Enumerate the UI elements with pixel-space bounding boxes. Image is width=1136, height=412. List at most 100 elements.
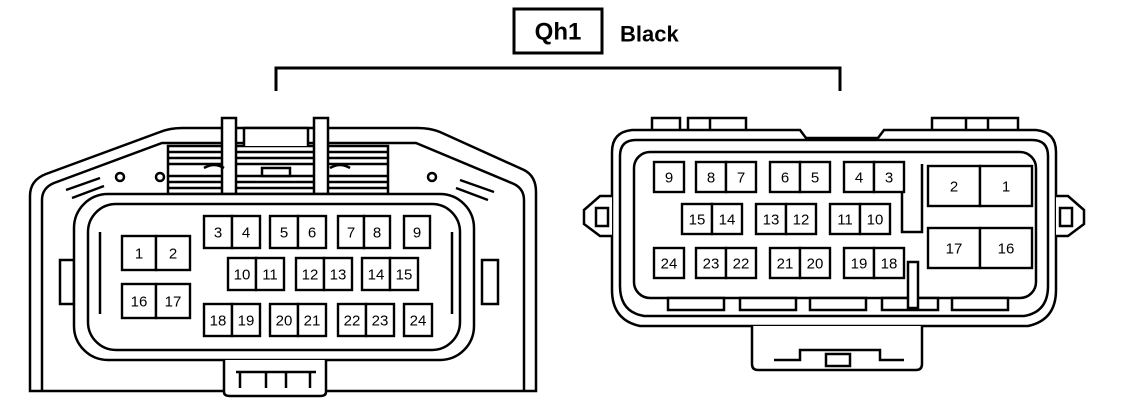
right-pin-cell: 2: [926, 164, 982, 208]
right-pin-cell: 14: [710, 202, 744, 236]
right-pin-number: 5: [811, 170, 819, 187]
right-pin-number: 8: [707, 170, 715, 187]
left-pin-box: [268, 214, 300, 250]
connector-id-box: [512, 7, 604, 55]
right-pin-box: [784, 202, 818, 236]
right-pin-cell: 19: [842, 246, 876, 280]
left-pin-box: [154, 234, 192, 272]
left-pin-cell: 23: [364, 302, 396, 338]
right-pin-number: 4: [855, 170, 863, 187]
pair-bracket: [274, 66, 842, 91]
left-pin-box: [230, 214, 262, 250]
right-pin-cell: 8: [694, 160, 728, 194]
left-pin-box: [402, 214, 432, 250]
left-pin-cell: 14: [360, 256, 392, 292]
right-pin-number: 19: [851, 256, 868, 273]
left-pin-box: [388, 256, 420, 292]
right-pin-cell: 11: [828, 202, 862, 236]
left-pin-cell: 24: [402, 302, 434, 338]
left-pin-number: 6: [308, 225, 316, 242]
right-pin-cell: 9: [652, 160, 686, 194]
left-pin-number: 9: [413, 225, 421, 242]
left-pin-cell: 10: [226, 256, 258, 292]
left-pin-box: [322, 256, 354, 292]
left-pin-number: 18: [210, 313, 227, 330]
right-pin-number: 11: [837, 212, 853, 229]
right-pin-number: 17: [946, 241, 963, 258]
left-pin-cell: 3: [202, 214, 234, 250]
right-pin-number: 15: [689, 212, 706, 229]
left-pin-number: 21: [304, 313, 321, 330]
left-pin-number: 23: [372, 313, 389, 330]
right-pin-number: 16: [998, 241, 1015, 258]
right-pin-cell: 1: [978, 164, 1034, 208]
left-pin-number: 19: [238, 313, 255, 330]
right-pin-cell: 17: [926, 226, 982, 270]
left-latch: [166, 116, 390, 196]
right-pin-cell: 7: [724, 160, 758, 194]
left-pin-number: 5: [280, 225, 288, 242]
right-pin-cell: 12: [784, 202, 818, 236]
left-pin-box: [296, 214, 328, 250]
right-pin-box: [652, 160, 686, 194]
left-pin-box: [364, 302, 396, 338]
right-pin-number: 24: [661, 256, 678, 273]
connector-id: Qh1: [535, 19, 582, 46]
left-face-inner: [86, 202, 462, 352]
right-pin-number: 7: [737, 170, 745, 187]
right-pin-number: 10: [867, 212, 884, 229]
right-pin-cell: 22: [724, 246, 758, 280]
left-pin-cell: 19: [230, 302, 262, 338]
left-pin-box: [336, 214, 366, 250]
right-pin-number: 13: [763, 212, 780, 229]
left-pin-cell: 20: [268, 302, 300, 338]
right-pin-number: 2: [950, 179, 958, 196]
left-pin-number: 4: [242, 225, 250, 242]
right-pin-box: [872, 160, 906, 194]
left-pin-number: 20: [276, 313, 293, 330]
left-pin-box: [362, 214, 392, 250]
left-pin-box: [254, 256, 286, 292]
right-pin-cell: 23: [694, 246, 728, 280]
left-pin-number: 14: [368, 267, 385, 284]
right-pin-cell: 20: [798, 246, 832, 280]
left-pin-box: [296, 302, 328, 338]
right-pin-cell: 21: [768, 246, 802, 280]
left-pin-cell: 21: [296, 302, 328, 338]
right-pin-cell: 4: [842, 160, 876, 194]
right-pin-box: [872, 246, 906, 280]
left-pin-cell: 1: [120, 234, 158, 272]
left-pin-cell: 16: [120, 282, 158, 320]
left-pin-number: 1: [135, 246, 143, 263]
left-pin-box: [402, 302, 434, 338]
right-pin-box: [978, 226, 1034, 270]
left-pin-box: [294, 256, 326, 292]
left-pin-number: 17: [165, 294, 182, 311]
right-pin-box: [724, 246, 758, 280]
right-pin-cell: 24: [652, 246, 686, 280]
left-pin-number: 8: [373, 225, 381, 242]
right-pin-box: [680, 202, 714, 236]
right-pin-box: [768, 160, 802, 194]
left-pin-box: [336, 302, 368, 338]
right-pin-box: [978, 164, 1034, 208]
left-pin-cell: 4: [230, 214, 262, 250]
right-pin-number: 23: [703, 256, 720, 273]
right-pin-cell: 16: [978, 226, 1034, 270]
right-pin-number: 12: [793, 212, 810, 229]
left-pin-cell: 7: [336, 214, 366, 250]
left-pin-number: 24: [410, 313, 427, 330]
left-pin-number: 11: [262, 267, 278, 284]
right-pin-cell: 15: [680, 202, 714, 236]
left-pin-cell: 9: [402, 214, 432, 250]
right-pin-box: [710, 202, 744, 236]
right-pin-box: [858, 202, 892, 236]
right-pin-box: [652, 246, 686, 280]
left-pin-number: 3: [214, 225, 222, 242]
left-pin-number: 16: [131, 294, 148, 311]
right-pin-number: 18: [881, 256, 898, 273]
left-pin-cell: 15: [388, 256, 420, 292]
